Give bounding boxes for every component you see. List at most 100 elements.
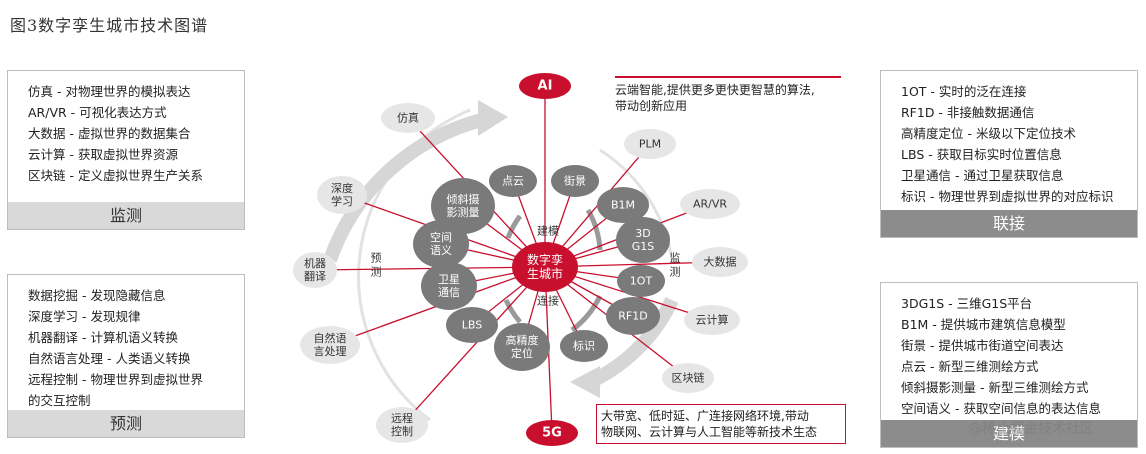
monitor-panel: 仿真 - 对物理世界的模拟表达 AR/VR - 可视化表达方式 大数据 - 虚拟… [7,70,245,230]
inner-node-label: LBS [462,319,482,332]
inner-node-label: 3D [635,227,650,240]
outer-node-label: 深度 [331,181,353,195]
outer-node-shape [317,176,367,214]
list-item: 机器翻译 - 计算机语义转换 [28,330,178,345]
list-item: 的交互控制 [28,393,91,408]
outer-node-shape [376,407,428,443]
g5-note-line: 物联网、云计算与人工智能等新技术生态 [601,425,818,439]
outer-arrow-top-head [478,100,508,136]
list-item: 区块链 - 定义虚拟世界生产关系 [28,168,203,183]
list-item: 大数据 - 虚拟世界的数据集合 [28,126,191,141]
outer-node-label: 控制 [391,424,413,438]
outer-node: 区块链 [662,363,714,393]
ai-hub-shape [519,73,571,99]
inner-node-shape [617,265,665,297]
outer-node-label: 仿真 [397,111,419,125]
outer-node-label: 言处理 [314,345,347,358]
inner-node: 1OT [617,265,665,297]
outer-node-label: AR/VR [693,198,727,211]
inner-node: RF1D [606,297,660,335]
list-item: 自然语言处理 - 人类语义转换 [28,351,191,366]
list-item: B1M - 提供城市建筑信息模型 [901,317,1066,332]
outer-node-label: 翻译 [304,269,326,283]
list-item: AR/VR - 可视化表达方式 [28,105,167,120]
outer-node-shape [684,305,740,335]
list-item: 深度学习 - 发现规律 [28,309,141,324]
monitor-footer: 监测 [8,202,244,229]
inner-node-label: 影测量 [447,206,480,219]
inner-node-label: 定位 [511,346,533,360]
inner-node-label: 空间 [430,230,452,244]
inner-node: LBS [446,307,498,343]
list-item: LBS - 获取目标实时位置信息 [901,147,1062,162]
outer-node-label: 大数据 [704,255,737,269]
inner-arc-right [585,208,603,251]
list-item: 云计算 - 获取虚拟世界资源 [28,147,178,162]
list-item: 倾斜摄影测量 - 新型三维测绘方式 [901,380,1089,395]
inner-node: 高精度定位 [494,323,550,371]
outer-node-shape [624,129,676,159]
list-item: 3DG1S - 三维G1S平台 [901,296,1033,311]
inner-node-label: 街景 [564,174,586,188]
inner-arc-bottom [570,294,603,333]
inner-node: 街景 [551,165,599,197]
list-item: 远程控制 - 物理世界到虚拟世界 [28,372,203,387]
outer-node-shape [692,247,748,277]
inner-node-label: 点云 [502,175,524,188]
outer-node-label: 自然语 [314,331,347,345]
list-item: 1OT - 实时的泛在连接 [901,84,1027,99]
inner-node: 卫星通信 [421,262,477,310]
predict-footer: 预测 [8,410,244,437]
arc-label: 预 [371,252,382,265]
list-item: 数据挖掘 - 发现隐藏信息 [28,288,166,303]
outer-arc-bottom [586,296,679,389]
outer-node: 仿真 [381,103,435,133]
outer-node-shape [293,252,337,288]
g5-note-line: 大带宽、低时延、广连接网络环境,带动 [601,409,809,423]
outer-arrow-bottom-head [570,366,600,398]
inner-node-shape [431,178,495,234]
inner-node: 倾斜摄影测量 [431,178,495,234]
outer-node-label: 机器 [304,256,326,270]
inner-node-label: 卫星 [438,273,460,286]
outer-node-label: PLM [639,138,661,151]
predict-panel: 数据挖掘 - 发现隐藏信息 深度学习 - 发现规律 机器翻译 - 计算机语义转换… [7,274,245,438]
ai-note: 云端智能,提供更多更快更智慧的算法, 带动创新应用 [615,76,841,114]
inner-node-shape [560,330,608,362]
model-panel: 3DG1S - 三维G1S平台 B1M - 提供城市建筑信息模型 街景 - 提供… [880,282,1138,448]
5g-hub: 5G [526,420,578,446]
inner-node-label: 倾斜摄 [447,192,480,206]
inner-node-shape [494,323,550,371]
center-node: 数字孪生城市 [512,242,578,292]
inner-node-shape [489,165,537,197]
ai-hub-label: AI [538,79,553,94]
ai-note-line: 云端智能,提供更多更快更智慧的算法, [615,83,815,97]
outer-node: AR/VR [680,189,740,219]
list-item: 高精度定位 - 米级以下定位技术 [901,126,1076,141]
arc-label: 测 [371,266,382,279]
5g-hub-shape [526,420,578,446]
outer-node: PLM [624,129,676,159]
inner-node-label: B1M [611,199,635,212]
list-item: 点云 - 新型三维测绘方式 [901,359,1039,374]
outer-node-shape [680,189,740,219]
list-item: RF1D - 非接触数据通信 [901,105,1035,120]
list-item: 卫星通信 - 通过卫星获取信息 [901,168,1064,183]
5g-hub-label: 5G [542,426,562,441]
outer-node-label: 云计算 [696,313,729,327]
outer-node-label: 远程 [391,412,413,425]
inner-node-shape [597,187,649,223]
model-footer: 建模 [881,420,1137,447]
outer-node-shape [300,326,360,364]
list-item: 标识 - 物理世界到虚拟世界的对应标识 [901,189,1114,204]
arc-label: 建模 [537,224,559,238]
arc-label: 监 [670,252,681,265]
inner-node-label: RF1D [618,310,647,323]
list-item: 街景 - 提供城市街道空间表达 [901,338,1064,353]
watermark: @稀土掘金技术社区 [968,421,1094,437]
list-item: 空间语义 - 获取空间信息的表达信息 [901,401,1101,416]
ai-hub: AI [519,73,571,99]
outer-node: 云计算 [684,305,740,335]
inner-node-shape [446,307,498,343]
